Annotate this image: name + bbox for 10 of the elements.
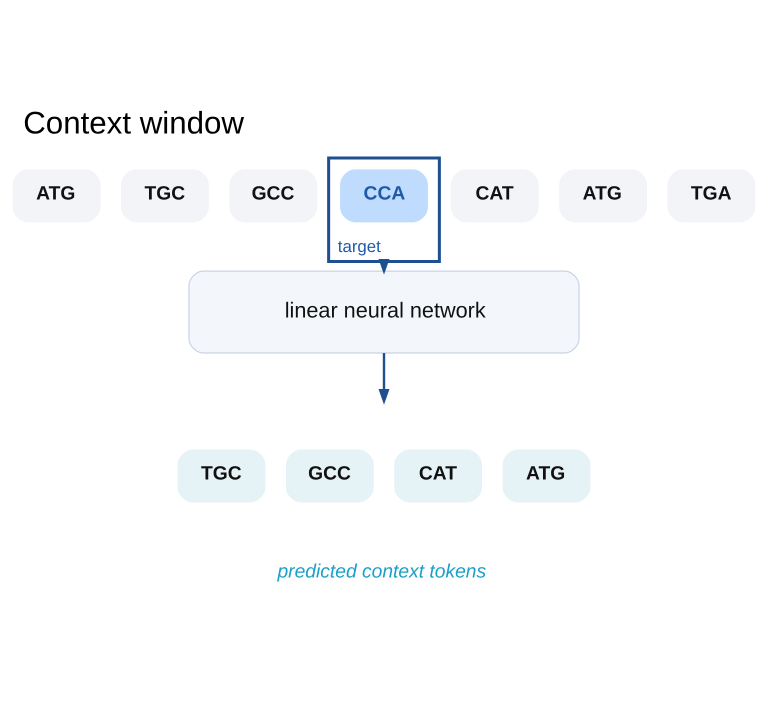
node-box: GCC	[286, 449, 374, 502]
label: predicted context tokens	[277, 560, 486, 582]
node-box: TGC	[178, 449, 266, 502]
node-box: CAT	[394, 449, 482, 502]
arrow	[378, 352, 390, 404]
node-box: ATG	[502, 449, 590, 502]
diagram-title: Context window	[23, 105, 244, 140]
arrow	[378, 258, 390, 274]
node-box: CCA	[340, 168, 428, 222]
node-box: linear neural network	[188, 270, 580, 354]
